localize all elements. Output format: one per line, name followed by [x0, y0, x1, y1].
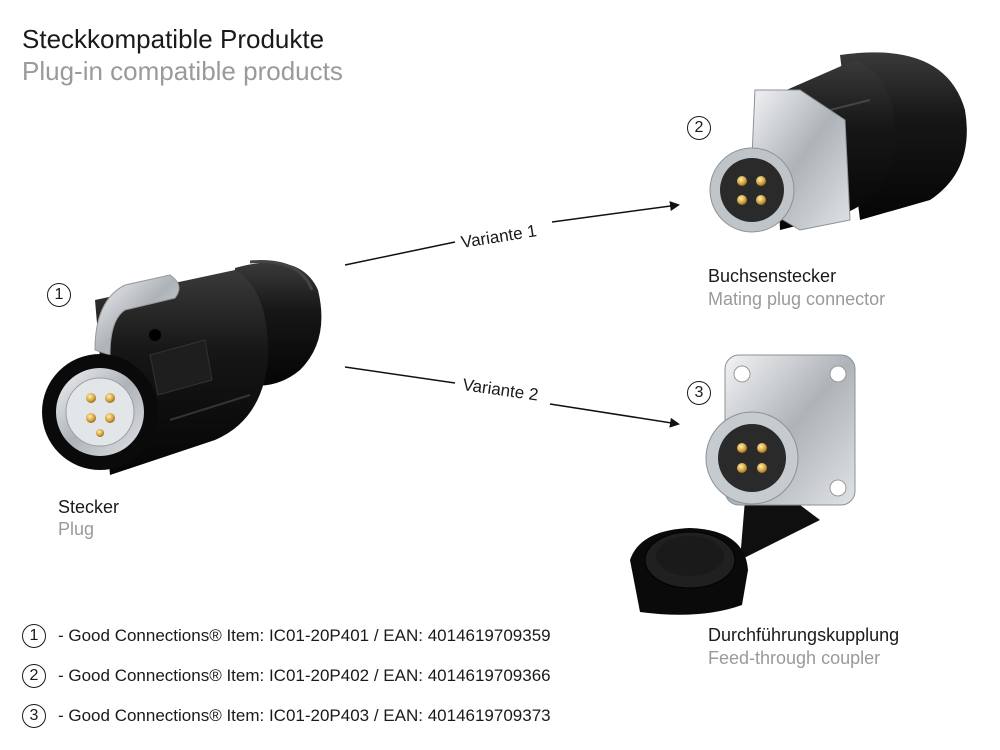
page-subtitle: Plug-in compatible products — [22, 56, 343, 86]
product-label-plug-en: Plug — [58, 519, 95, 539]
item-line-3: 3 - Good Connections® Item: IC01-20P403 … — [22, 703, 551, 729]
arrow-label-variant-1: Variante 1 — [460, 221, 538, 252]
item-text-3: - Good Connections® Item: IC01-20P403 / … — [58, 706, 551, 725]
mating-plug-connector-image — [709, 52, 967, 233]
product-label-socket-de: Buchsenstecker — [708, 266, 837, 286]
product-label-coupler-de: Durchführungskupplung — [708, 625, 900, 645]
arrow-label-variant-2: Variante 2 — [461, 375, 539, 404]
item-line-1: 1 - Good Connections® Item: IC01-20P401 … — [22, 623, 551, 649]
product-label-socket-en: Mating plug connector — [708, 289, 886, 309]
item-number-2: 2 — [22, 664, 46, 688]
plug-connector-image — [42, 260, 322, 475]
product-label-coupler-en: Feed-through coupler — [708, 648, 881, 668]
arrow-variant-1: Variante 1 — [344, 201, 680, 266]
feed-through-coupler-image — [630, 354, 856, 615]
item-number-3: 3 — [22, 704, 46, 728]
product-label-plug-de: Stecker — [58, 497, 120, 517]
item-text-1: - Good Connections® Item: IC01-20P401 / … — [58, 626, 551, 645]
item-number-1: 1 — [22, 624, 46, 648]
item-line-2: 2 - Good Connections® Item: IC01-20P402 … — [22, 663, 551, 689]
arrow-variant-2: Variante 2 — [344, 366, 680, 428]
item-text-2: - Good Connections® Item: IC01-20P402 / … — [58, 666, 551, 685]
product-number-1: 1 — [47, 283, 71, 307]
page-title: Steckkompatible Produkte — [22, 24, 325, 54]
product-number-3: 3 — [687, 381, 711, 405]
product-number-2: 2 — [687, 116, 711, 140]
